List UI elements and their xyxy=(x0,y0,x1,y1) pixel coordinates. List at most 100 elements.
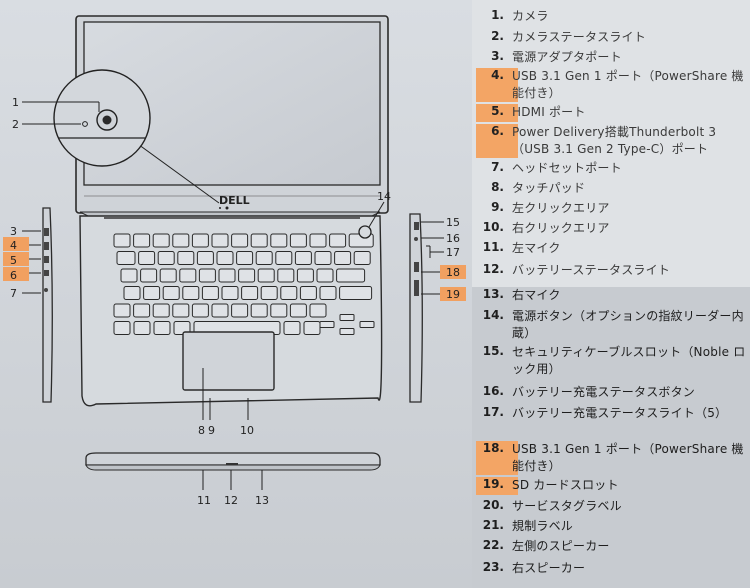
keyboard-key xyxy=(277,268,295,283)
legend-item-label: バッテリーステータスライト xyxy=(512,263,671,277)
callout-18-highlight xyxy=(440,265,466,279)
keyboard-key xyxy=(303,321,321,335)
callout-7: 7 xyxy=(10,287,17,300)
keyboard-key xyxy=(179,268,197,283)
keyboard-key xyxy=(260,286,278,300)
legend-item-label: タッチパッド xyxy=(512,181,586,195)
legend-item-9: 9. 左クリックエリア xyxy=(472,200,750,217)
keyboard-key xyxy=(270,303,288,318)
keyboard-key xyxy=(201,286,219,300)
legend-item-number: 4. xyxy=(491,68,504,82)
keyboard-key xyxy=(289,233,307,248)
legend-item-number: 10. xyxy=(482,220,504,234)
keyboard-key xyxy=(216,251,234,265)
callout-8: 8 xyxy=(198,424,205,437)
power-button xyxy=(358,225,372,239)
legend-item-number: 6. xyxy=(491,124,504,138)
callout-2: 2 xyxy=(12,118,19,131)
legend-item-6: 6.Power Delivery搭載Thunderbolt 3（USB 3.1 … xyxy=(472,124,750,158)
keyboard-key xyxy=(283,321,301,335)
keyboard-key xyxy=(116,251,136,265)
legend-item-highlight xyxy=(476,68,518,102)
keyboard-key xyxy=(173,321,191,335)
legend-item-number: 20. xyxy=(482,498,504,512)
laptop-diagram: DELL xyxy=(0,0,472,588)
legend-item-label: 左側のスピーカー xyxy=(512,539,610,553)
keyboard-key xyxy=(255,251,273,265)
callout-16: 16 xyxy=(446,232,460,245)
keyboard-key xyxy=(211,303,229,318)
legend-item-number: 2. xyxy=(491,29,504,43)
callout-6: 6 xyxy=(10,269,17,282)
callout-19-highlight xyxy=(440,287,466,301)
legend-item-label: SD カードスロット xyxy=(512,478,619,492)
keyboard-key xyxy=(120,268,138,283)
legend-item-13: 13. 右マイク xyxy=(472,287,750,304)
callout-15: 15 xyxy=(446,216,460,229)
keyboard-key xyxy=(275,251,293,265)
keyboard-key xyxy=(191,233,209,248)
legend-item-5: 5.HDMI ポート xyxy=(472,104,750,122)
legend-item-number: 13. xyxy=(482,287,504,301)
callout-6-highlight xyxy=(3,267,29,281)
keyboard-key xyxy=(289,303,307,318)
callout-13: 13 xyxy=(255,494,269,507)
arrow-key xyxy=(359,321,375,328)
legend-item-highlight xyxy=(476,104,518,122)
callout-10: 10 xyxy=(240,424,254,437)
keyboard-key xyxy=(314,251,332,265)
touchpad xyxy=(182,331,275,391)
front-view xyxy=(85,452,381,471)
legend-item-number: 8. xyxy=(491,180,504,194)
legend-item-label: 規制ラベル xyxy=(512,519,574,533)
arrow-key xyxy=(339,314,355,321)
keyboard-key xyxy=(238,268,256,283)
keyboard-key xyxy=(329,233,347,248)
legend-item-label: サービスタグラベル xyxy=(512,499,622,513)
legend-item-21: 21.規制ラベル xyxy=(472,518,750,535)
legend-item-highlight xyxy=(476,477,518,495)
keyboard-key xyxy=(218,268,236,283)
legend-item-number: 12. xyxy=(482,262,504,276)
legend-item-label: USB 3.1 Gen 1 ポート（PowerShare 機能付き） xyxy=(512,69,744,100)
keyboard-key xyxy=(159,268,177,283)
legend-item-number: 9. xyxy=(491,200,504,214)
keyboard-key xyxy=(211,233,229,248)
keyboard-key xyxy=(138,251,156,265)
legend-item-highlight xyxy=(476,441,518,475)
legend-item-label: カメラステータスライト xyxy=(512,30,646,44)
callout-9: 9 xyxy=(208,424,215,437)
callout-5: 5 xyxy=(10,254,17,267)
legend-item-highlight xyxy=(476,124,518,158)
keyboard-key xyxy=(113,303,131,318)
legend-item-label: 電源アダプタポート xyxy=(512,50,622,64)
legend-item-7: 7.ヘッドセットポート xyxy=(472,160,750,177)
keyboard-key xyxy=(231,303,249,318)
keyboard-key xyxy=(270,233,288,248)
legend-panel-bottom xyxy=(472,287,750,588)
keyboard-key xyxy=(172,233,190,248)
legend-item-label: USB 3.1 Gen 1 ポート（PowerShare 機能付き） xyxy=(512,442,744,473)
keyboard-key xyxy=(157,251,175,265)
legend-item-label: 電源ボタン（オプションの指紋リーダー内蔵） xyxy=(512,309,744,340)
legend-item-number: 17. xyxy=(482,405,504,419)
legend-item-label: バッテリー充電ステータスライト（5） xyxy=(512,406,728,420)
keyboard-key xyxy=(319,286,337,300)
dell-logo: DELL xyxy=(219,194,250,207)
legend-item-20: 20. サービスタグラベル xyxy=(472,498,750,515)
leader-lines xyxy=(22,101,444,490)
legend-item-label: 左クリックエリア xyxy=(512,201,610,215)
callout-3: 3 xyxy=(10,225,17,238)
keyboard-key xyxy=(162,286,180,300)
callout-4: 4 xyxy=(10,239,17,252)
legend-item-number: 18. xyxy=(482,441,504,455)
keyboard-key xyxy=(123,286,141,300)
legend-item-22: 22.左側のスピーカー xyxy=(472,538,750,555)
keyboard-key xyxy=(113,321,131,335)
keyboard-key xyxy=(140,268,158,283)
keyboard-key xyxy=(299,286,317,300)
legend-item-label: 右マイク xyxy=(512,288,561,302)
keyboard-key xyxy=(250,233,268,248)
legend-item-number: 1. xyxy=(491,8,504,22)
